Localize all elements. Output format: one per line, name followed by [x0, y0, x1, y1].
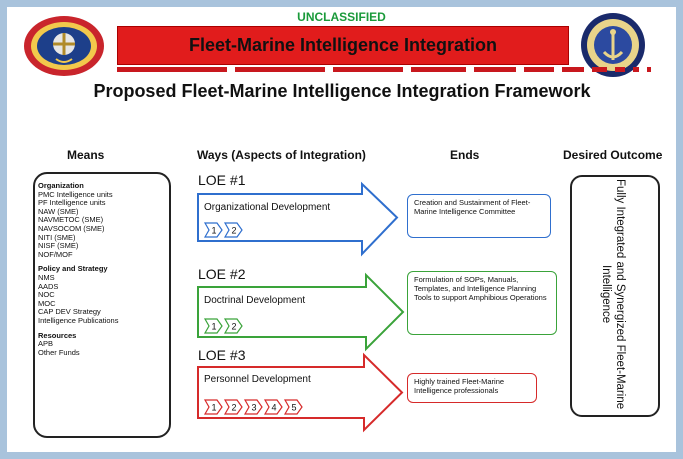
step-number: 5: [291, 403, 296, 413]
banner-title: Fleet-Marine Intelligence Integration: [188, 35, 498, 55]
means-item: Other Funds: [38, 347, 80, 357]
end-text-1: Creation and Sustainment of Fleet-Marine…: [414, 198, 531, 216]
end-box-3: Highly trained Fleet-Marine Intelligence…: [407, 373, 537, 403]
means-box: [33, 172, 171, 438]
step-number: 2: [231, 226, 236, 236]
step-chevron: [263, 399, 283, 415]
means-item: CAP DEV Strategy: [38, 307, 101, 317]
step-chevron: [223, 318, 243, 334]
end-text-2: Formulation of SOPs, Manuals, Templates,…: [414, 275, 547, 302]
loe-1-title: LOE #1: [198, 172, 246, 188]
philippine-marine-corps-seal-icon: [24, 16, 104, 76]
means-item: NOF/MOF: [38, 249, 73, 259]
classification-label: UNCLASSIFIED: [297, 10, 386, 24]
step-chevron: [223, 399, 243, 415]
outcome-box: [570, 175, 660, 417]
means-item: NITI (SME): [38, 232, 76, 242]
outcome: Fully Integrated and Synergized Fleet-Ma…: [570, 175, 656, 413]
step-chevron: [243, 399, 263, 415]
means-item: AADS: [38, 281, 59, 291]
means-item: NAVSOCOM (SME): [38, 223, 105, 233]
loe-arrow-3: [197, 352, 404, 433]
step-chevron: [203, 399, 223, 415]
loe-arrow-1: [197, 181, 399, 257]
step-number: 2: [231, 322, 236, 332]
end-box-1: Creation and Sustainment of Fleet-Marine…: [407, 194, 551, 238]
means-item: PF Intelligence units: [38, 198, 106, 208]
title-divider: [117, 67, 651, 72]
banner: Fleet-Marine Intelligence Integration: [117, 26, 569, 65]
means-section-heading: Policy and Strategy: [38, 264, 108, 274]
means-item: NMS: [38, 272, 55, 282]
step-chevron: [203, 222, 223, 238]
step-number: 1: [211, 403, 216, 413]
naval-intelligence-seal-icon: [581, 13, 645, 77]
outcome-text: Fully Integrated and Synergized Fleet-Ma…: [600, 178, 626, 410]
slide: UNCLASSIFIED Fleet-Marine Intelligence I…: [7, 7, 676, 452]
loe-3-label: Personnel Development: [204, 374, 311, 385]
means-section-heading: Organization: [38, 181, 84, 190]
end-box-2: Formulation of SOPs, Manuals, Templates,…: [407, 271, 557, 335]
means-item: APB: [38, 339, 54, 349]
means-item: Intelligence Publications: [38, 315, 119, 325]
step-number: 3: [251, 403, 256, 413]
ways-header: Ways (Aspects of Integration): [197, 148, 366, 162]
step-number: 1: [211, 226, 216, 236]
step-chevron: [283, 399, 303, 415]
means-item: NOC: [38, 290, 55, 300]
ends-header: Ends: [450, 148, 480, 162]
outcome-header: Desired Outcome: [563, 148, 663, 162]
loe-3-title: LOE #3: [198, 347, 246, 363]
means-item: NAW (SME): [38, 206, 79, 216]
means-item: MOC: [38, 298, 56, 308]
loe-1-label: Organizational Development: [204, 202, 331, 213]
step-number: 1: [211, 322, 216, 332]
step-chevron: [203, 318, 223, 334]
step-number: 4: [271, 403, 276, 413]
means-header: Means: [67, 148, 105, 162]
step-number: 2: [231, 403, 236, 413]
loe-arrow-2: [197, 272, 405, 352]
means-section-heading: Resources: [38, 330, 77, 340]
means-item: PMC Intelligence units: [38, 189, 113, 199]
step-chevron: [223, 222, 243, 238]
loe-arrows: 1 2 1 2 1 2 3 4 5: [197, 181, 405, 433]
loe-2-title: LOE #2: [198, 266, 246, 282]
end-text-3: Highly trained Fleet-Marine Intelligence…: [414, 377, 505, 395]
means-item: NISF (SME): [38, 241, 79, 251]
means-item: NAVMETOC (SME): [38, 215, 104, 225]
slide-title: Proposed Fleet-Marine Intelligence Integ…: [93, 81, 591, 101]
loe-2-label: Doctrinal Development: [204, 295, 306, 306]
